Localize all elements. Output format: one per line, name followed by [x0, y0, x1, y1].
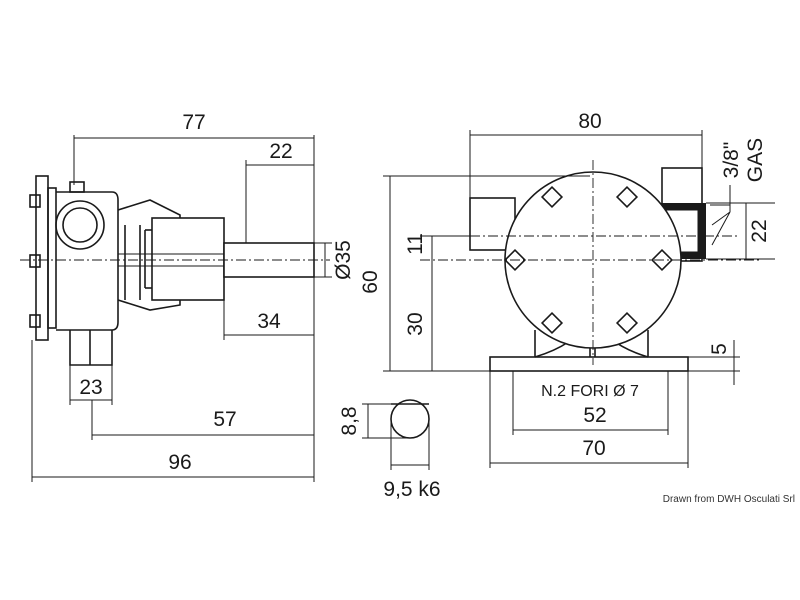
dim-60: 60 [359, 270, 382, 293]
dim-96: 96 [168, 451, 191, 474]
dim-11: 11 [404, 233, 427, 255]
dim-8-8: 8,8 [338, 406, 361, 435]
dim-30: 30 [404, 312, 427, 335]
cover-bolts [503, 185, 674, 335]
dim-70: 70 [582, 437, 605, 460]
port-outer [55, 200, 105, 250]
shaft-section: 8,8 9,5 k6 [338, 399, 441, 501]
dim-22-top: 22 [269, 140, 292, 163]
dim-23: 23 [79, 376, 102, 399]
front-view: 80 60 11 30 3/8" GAS 22 5 N.2 FORI Ø 7 [359, 110, 775, 468]
bearing-housing [151, 217, 225, 301]
dim-5: 5 [708, 343, 731, 355]
port-inner [62, 207, 98, 243]
dim-77: 77 [182, 111, 205, 134]
shaft-section-circle [390, 399, 430, 439]
dim-diameter-35: Ø35 [332, 240, 355, 280]
label-gas: GAS [744, 138, 767, 182]
dim-57: 57 [213, 408, 236, 431]
side-view: 77 22 Ø35 34 23 57 96 [20, 111, 355, 482]
label-3-8-inch: 3/8" [720, 142, 743, 179]
holes-note: N.2 FORI Ø 7 [541, 383, 639, 400]
credit-text: Drawn from DWH Osculati Srl [663, 494, 795, 505]
dim-22-right: 22 [748, 219, 771, 242]
dim-34: 34 [257, 310, 281, 333]
dim-52: 52 [583, 404, 606, 427]
base-foot [489, 356, 689, 372]
dim-80: 80 [578, 110, 601, 133]
dim-9-5-k6: 9,5 k6 [383, 478, 440, 501]
pump-body [56, 191, 119, 331]
